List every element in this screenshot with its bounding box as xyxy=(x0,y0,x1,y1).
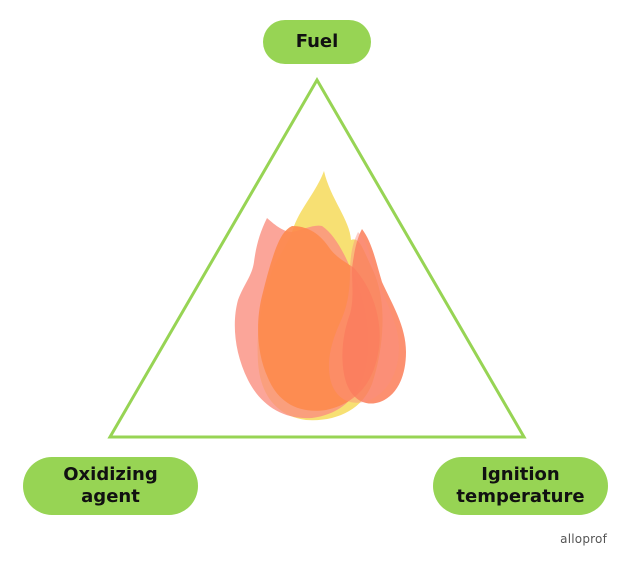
flame-icon xyxy=(234,171,406,421)
fuel-label-text: Fuel xyxy=(295,31,339,53)
fuel-label: Fuel xyxy=(263,20,371,64)
ignition-label-line1: Ignition xyxy=(481,464,560,486)
oxidizing-agent-label: Oxidizing agent xyxy=(23,457,198,515)
fire-triangle xyxy=(107,77,527,439)
ignition-temperature-label: Ignition temperature xyxy=(433,457,608,515)
oxidizing-label-line2: agent xyxy=(81,486,140,507)
flame-layer-salmon-right xyxy=(328,232,399,403)
ignition-label-line2: temperature xyxy=(456,486,585,507)
flame-layer-red-orange xyxy=(342,229,406,404)
alloprof-logo: alloprof xyxy=(560,532,607,546)
oxidizing-label-line1: Oxidizing xyxy=(63,464,158,486)
